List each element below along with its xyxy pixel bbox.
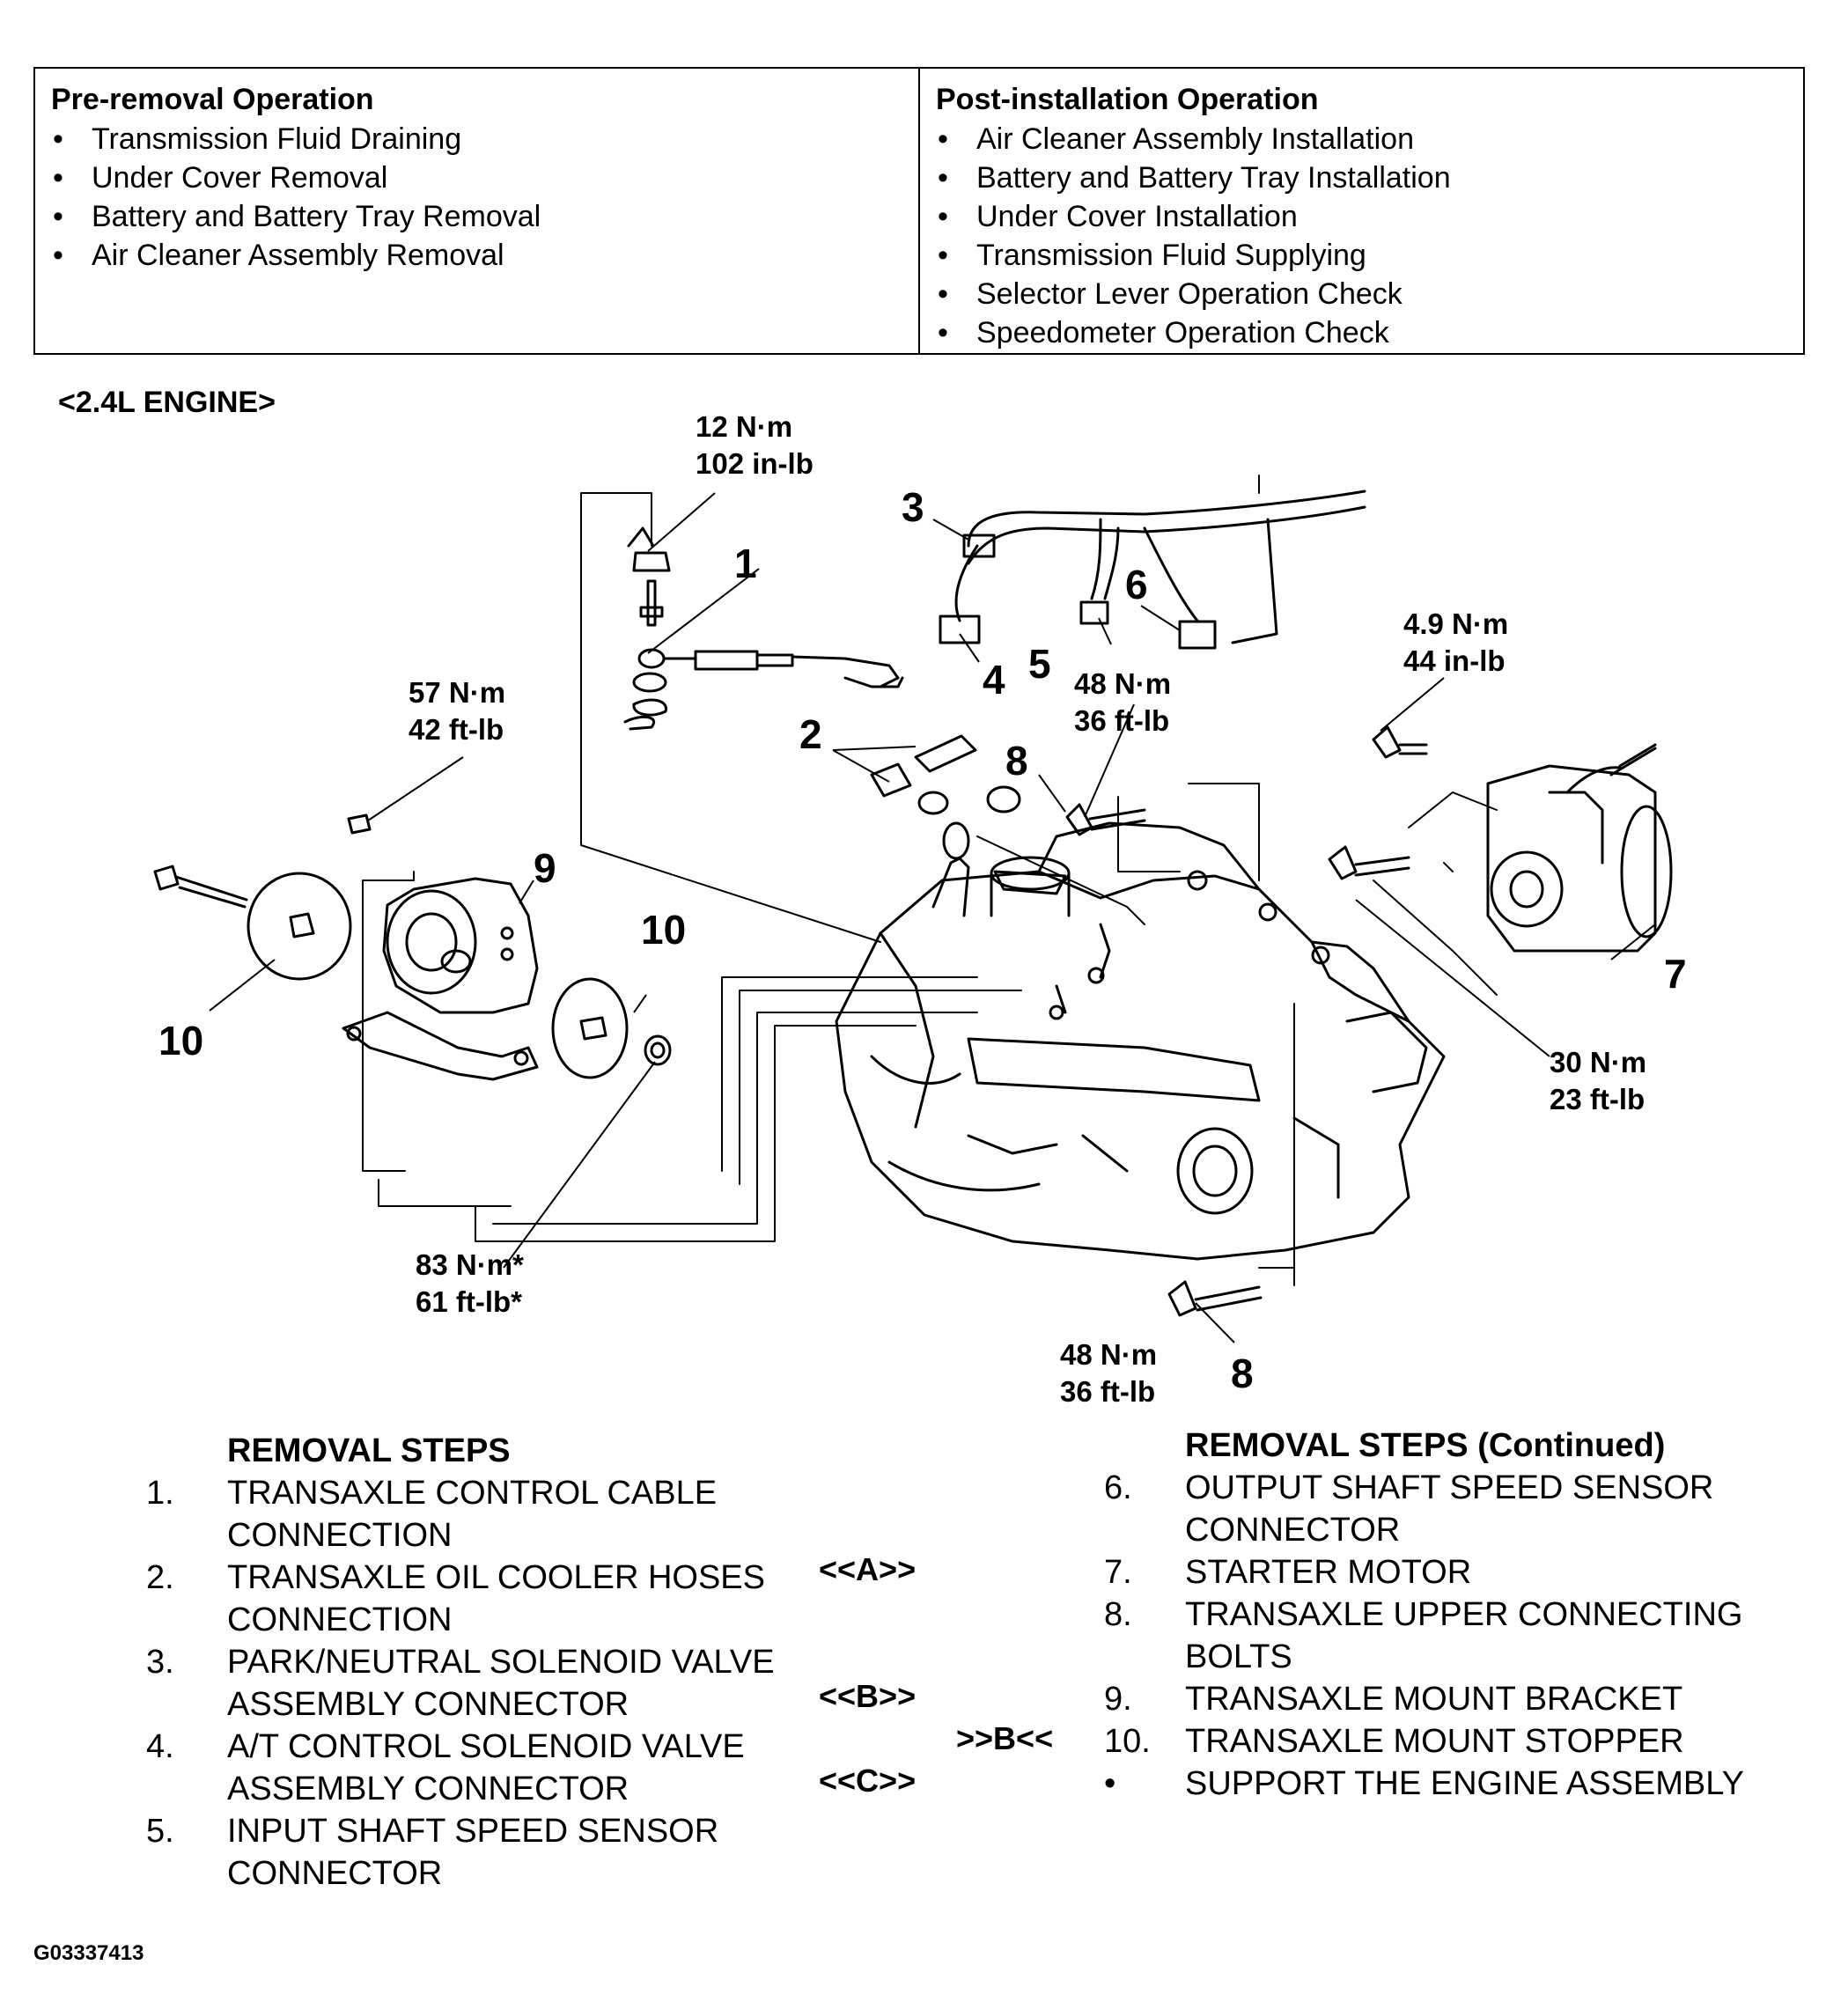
- procedure-tag-b: <<B>>: [819, 1678, 917, 1714]
- removal-step: • SUPPORT THE ENGINE ASSEMBLY: [1104, 1763, 1749, 1805]
- pre-removal-title: Pre-removal Operation: [51, 83, 374, 116]
- step-text: TRANSAXLE UPPER CONNECTING BOLTS: [1185, 1596, 1743, 1675]
- torque-23ftlb: 23 ft-lb: [1550, 1083, 1645, 1115]
- pre-removal-item: Transmission Fluid Draining: [51, 120, 902, 158]
- step-number: 7.: [1104, 1554, 1132, 1591]
- torque-61ftlb: 61 ft-lb*: [416, 1285, 522, 1318]
- post-installation-item: Under Cover Installation: [936, 197, 1787, 236]
- step-number: 6.: [1104, 1469, 1132, 1506]
- callout-3: 3: [902, 484, 924, 530]
- torque-specs: 12 N·m 102 in-lb 57 N·m 42 ft-lb 48 N·m …: [409, 410, 1646, 1408]
- torque-44inlb: 44 in-lb: [1403, 644, 1506, 677]
- removal-step: 1. TRANSAXLE CONTROL CABLE CONNECTION: [146, 1472, 808, 1557]
- post-installation-item: Transmission Fluid Supplying: [936, 236, 1787, 275]
- torque-48nm-lower: 48 N·m: [1060, 1338, 1157, 1371]
- callout-9: 9: [534, 845, 556, 891]
- callout-5: 5: [1028, 641, 1051, 687]
- step-text: OUTPUT SHAFT SPEED SENSOR CONNECTOR: [1185, 1469, 1714, 1549]
- step-number: 5.: [146, 1813, 174, 1850]
- post-installation-title: Post-installation Operation: [936, 83, 1319, 116]
- post-installation-item: Selector Lever Operation Check: [936, 275, 1787, 313]
- callout-8-upper: 8: [1005, 738, 1028, 784]
- pre-removal-list: Transmission Fluid Draining Under Cover …: [51, 120, 902, 275]
- procedure-tag-a: <<A>>: [819, 1551, 917, 1587]
- post-installation-column: Post-installation Operation Air Cleaner …: [918, 69, 1803, 353]
- removal-step: 2. TRANSAXLE OIL COOLER HOSES CONNECTION: [146, 1557, 808, 1641]
- post-installation-item: Air Cleaner Assembly Installation: [936, 120, 1787, 158]
- pre-removal-item: Battery and Battery Tray Removal: [51, 197, 902, 236]
- post-installation-list: Air Cleaner Assembly Installation Batter…: [936, 120, 1787, 352]
- removal-step: 3. PARK/NEUTRAL SOLENOID VALVE ASSEMBLY …: [146, 1641, 808, 1726]
- removal-step: 9. TRANSAXLE MOUNT BRACKET: [1104, 1678, 1749, 1720]
- callout-2: 2: [799, 711, 822, 757]
- torque-30nm: 30 N·m: [1550, 1046, 1646, 1078]
- step-number: •: [1104, 1765, 1116, 1802]
- installation-tag-b: >>B<<: [956, 1720, 1054, 1756]
- step-text: A/T CONTROL SOLENOID VALVE ASSEMBLY CONN…: [227, 1728, 745, 1807]
- assembly-guide-lines: [362, 475, 1498, 1286]
- callout-10-center: 10: [641, 907, 686, 953]
- step-number: 1.: [146, 1475, 174, 1512]
- engine-label: <2.4L ENGINE>: [58, 386, 276, 419]
- step-text: TRANSAXLE CONTROL CABLE CONNECTION: [227, 1475, 718, 1554]
- callout-6: 6: [1125, 562, 1148, 607]
- torque-48nm-upper: 48 N·m: [1074, 667, 1171, 700]
- callout-1: 1: [734, 541, 757, 586]
- step-number: 8.: [1104, 1596, 1132, 1633]
- wiring-harness: [939, 489, 1366, 650]
- removal-steps-continued: REMOVAL STEPS (Continued) 6. OUTPUT SHAF…: [1104, 1424, 1749, 1805]
- step-number: 9.: [1104, 1681, 1132, 1718]
- torque-83nm: 83 N·m*: [416, 1248, 524, 1281]
- torque-12nm: 12 N·m: [696, 410, 792, 443]
- torque-36ftlb-lower: 36 ft-lb: [1060, 1375, 1155, 1408]
- callout-10-left: 10: [158, 1018, 203, 1064]
- step-number: 10.: [1104, 1723, 1151, 1760]
- removal-steps: REMOVAL STEPS 1. TRANSAXLE CONTROL CABLE…: [146, 1430, 808, 1895]
- step-text: TRANSAXLE OIL COOLER HOSES CONNECTION: [227, 1559, 765, 1638]
- torque-4-9nm: 4.9 N·m: [1403, 607, 1508, 640]
- torque-57nm: 57 N·m: [409, 676, 505, 709]
- step-number: 2.: [146, 1559, 174, 1596]
- transaxle-case: [835, 821, 1446, 1261]
- callout-4: 4: [983, 657, 1005, 703]
- post-installation-item: Speedometer Operation Check: [936, 313, 1787, 352]
- step-text: SUPPORT THE ENGINE ASSEMBLY: [1185, 1765, 1744, 1802]
- torque-42ftlb: 42 ft-lb: [409, 713, 504, 746]
- torque-36ftlb-upper: 36 ft-lb: [1074, 704, 1169, 737]
- post-installation-item: Battery and Battery Tray Installation: [936, 158, 1787, 197]
- pre-removal-item: Under Cover Removal: [51, 158, 902, 197]
- step-number: 3.: [146, 1644, 174, 1681]
- step-text: PARK/NEUTRAL SOLENOID VALVE ASSEMBLY CON…: [227, 1644, 775, 1723]
- figure-id: G03337413: [33, 1941, 144, 1965]
- step-text: TRANSAXLE MOUNT BRACKET: [1185, 1681, 1683, 1718]
- procedure-tag-c: <<C>>: [819, 1763, 917, 1799]
- callout-8-lower: 8: [1231, 1351, 1254, 1396]
- mount-stopper: [247, 872, 629, 1079]
- leader-lines: [209, 492, 1656, 1343]
- removal-step: 10. TRANSAXLE MOUNT STOPPER: [1104, 1720, 1749, 1763]
- starter-motor: [1486, 743, 1673, 953]
- pre-removal-item: Air Cleaner Assembly Removal: [51, 236, 902, 275]
- step-text: TRANSAXLE MOUNT STOPPER: [1185, 1723, 1684, 1760]
- removal-step: 5. INPUT SHAFT SPEED SENSOR CONNECTOR: [146, 1810, 808, 1895]
- torque-102inlb: 102 in-lb: [696, 447, 814, 480]
- removal-step: 4. A/T CONTROL SOLENOID VALVE ASSEMBLY C…: [146, 1726, 808, 1810]
- pre-removal-column: Pre-removal Operation Transmission Fluid…: [35, 69, 918, 353]
- step-number: 4.: [146, 1728, 174, 1765]
- operations-table: Pre-removal Operation Transmission Fluid…: [33, 67, 1805, 355]
- callout-numbers: 1 2 3 4 5 6 7 8 8 9 10 10: [158, 484, 1687, 1396]
- step-text: STARTER MOTOR: [1185, 1554, 1472, 1591]
- removal-steps-continued-title: REMOVAL STEPS (Continued): [1185, 1427, 1666, 1464]
- removal-step: 8. TRANSAXLE UPPER CONNECTING BOLTS: [1104, 1594, 1749, 1678]
- mount-bracket: [342, 877, 539, 1081]
- control-cable-parts: [623, 551, 904, 731]
- removal-step: 6. OUTPUT SHAFT SPEED SENSOR CONNECTOR: [1104, 1467, 1749, 1551]
- oil-cooler-hoses: [870, 734, 1021, 815]
- removal-steps-title: REMOVAL STEPS: [227, 1432, 511, 1469]
- removal-step: 7. STARTER MOTOR: [1104, 1551, 1749, 1594]
- callout-7: 7: [1664, 951, 1687, 997]
- step-text: INPUT SHAFT SPEED SENSOR CONNECTOR: [227, 1813, 719, 1892]
- bolts: [153, 526, 1428, 1317]
